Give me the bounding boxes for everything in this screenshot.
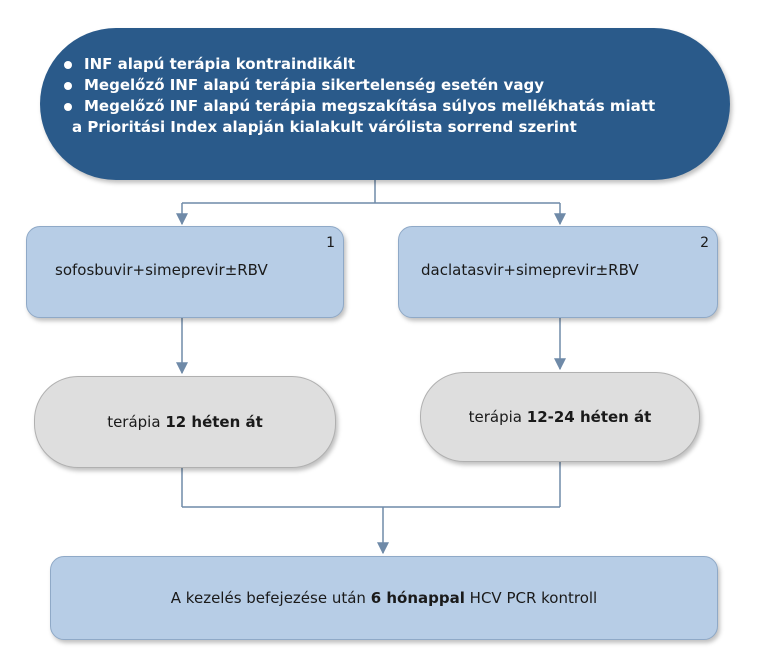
follow-up-prefix: A kezelés befejezése után [170,589,371,607]
regimen-label: sofosbuvir+simeprevir±RBV [55,261,268,279]
regimen-box-left: sofosbuvir+simeprevir±RBV 1 [26,226,344,318]
duration-prefix: terápia [107,413,166,431]
criteria-item: Megelőző INF alapú terápia sikertelenség… [64,75,714,96]
regimen-box-right: daclatasvir+simeprevir±RBV 2 [398,226,718,318]
duration-label: terápia 12 héten át [35,377,335,467]
eligibility-criteria-box [40,28,730,180]
regimen-number: 2 [700,235,709,251]
eligibility-criteria-text: INF alapú terápia kontraindikált Megelőz… [64,54,714,138]
follow-up-timing: 6 hónappal [370,589,465,607]
criteria-item-label: Megelőző INF alapú terápia sikertelenség… [84,76,544,94]
regimen-number: 1 [326,235,335,251]
duration-value: 12 héten át [165,413,263,431]
criteria-item: Megelőző INF alapú terápia megszakítása … [64,96,714,117]
follow-up-label: A kezelés befejezése után 6 hónappal HCV… [51,557,717,639]
duration-box-left: terápia 12 héten át [34,376,336,468]
criteria-item-label: INF alapú terápia kontraindikált [84,55,356,73]
bullet-icon [64,102,72,111]
follow-up-suffix: HCV PCR kontroll [464,589,598,607]
criteria-item-label: Megelőző INF alapú terápia megszakítása … [84,97,656,115]
bullet-icon [64,81,72,90]
duration-prefix: terápia [468,408,527,426]
follow-up-box: A kezelés befejezése után 6 hónappal HCV… [50,556,718,640]
criteria-item: INF alapú terápia kontraindikált [64,54,714,75]
duration-label: terápia 12-24 héten át [421,373,699,461]
bullet-icon [64,60,72,69]
duration-value: 12-24 héten át [526,408,652,426]
duration-box-right: terápia 12-24 héten át [420,372,700,462]
criteria-footer: a Prioritási Index alapján kialakult vár… [72,118,577,136]
regimen-label: daclatasvir+simeprevir±RBV [421,261,639,279]
